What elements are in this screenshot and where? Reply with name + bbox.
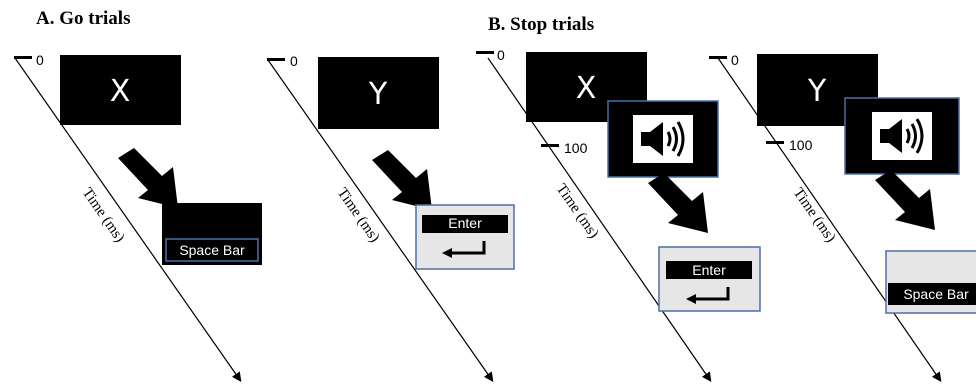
go-trial-y: 0 Y Time (ms) Enter [267, 53, 515, 382]
response-arrow-icon [372, 150, 432, 210]
key-label: Space Bar [903, 286, 969, 302]
space-bar-key [165, 238, 259, 262]
time-axis [487, 57, 712, 382]
tick-0-label: 0 [36, 52, 44, 68]
time-axis [717, 57, 942, 382]
tick-100-mark [766, 141, 784, 144]
response-arrow-icon [875, 170, 935, 230]
tick-100-label: 100 [789, 137, 813, 153]
time-axis-title: Time (ms) [334, 185, 383, 245]
key-label: Enter [448, 215, 482, 231]
go-trial-x: 0 X Time (ms) Space Bar [14, 52, 262, 382]
stimulus-box [318, 57, 439, 129]
tick-0-label: 0 [497, 47, 505, 63]
tick-100-mark [541, 144, 559, 147]
stimulus-box [60, 55, 181, 125]
tick-0-mark [267, 58, 285, 61]
stimulus-letter: X [576, 71, 597, 106]
stop-trial-y: 0 100 Y Time (ms) Space Bar [709, 52, 976, 382]
space-bar-key [888, 283, 976, 305]
tick-0-mark [709, 56, 727, 59]
stop-trial-x: 0 100 X Time (ms) Enter [476, 47, 761, 382]
stimulus-letter: Y [368, 77, 388, 112]
stop-trials-heading: B. Stop trials [488, 14, 595, 35]
response-arrow-icon [118, 148, 178, 208]
time-axis-title: Time (ms) [790, 185, 839, 245]
tick-0-mark [476, 51, 494, 54]
response-arrow-icon [648, 173, 708, 233]
stimulus-letter: X [110, 74, 131, 109]
key-label: Space Bar [179, 242, 245, 258]
tick-0-label: 0 [290, 53, 298, 69]
speaker-icon [631, 113, 695, 165]
time-axis [14, 57, 242, 382]
time-axis [267, 59, 494, 382]
tick-0-label: 0 [731, 52, 739, 68]
go-trials-heading: A. Go trials [36, 8, 131, 29]
time-axis-title: Time (ms) [79, 185, 128, 245]
key-label: Enter [692, 262, 726, 278]
speaker-icon [870, 110, 934, 162]
stimulus-letter: Y [807, 74, 827, 109]
tick-100-label: 100 [564, 140, 588, 156]
tick-0-mark [14, 56, 32, 59]
